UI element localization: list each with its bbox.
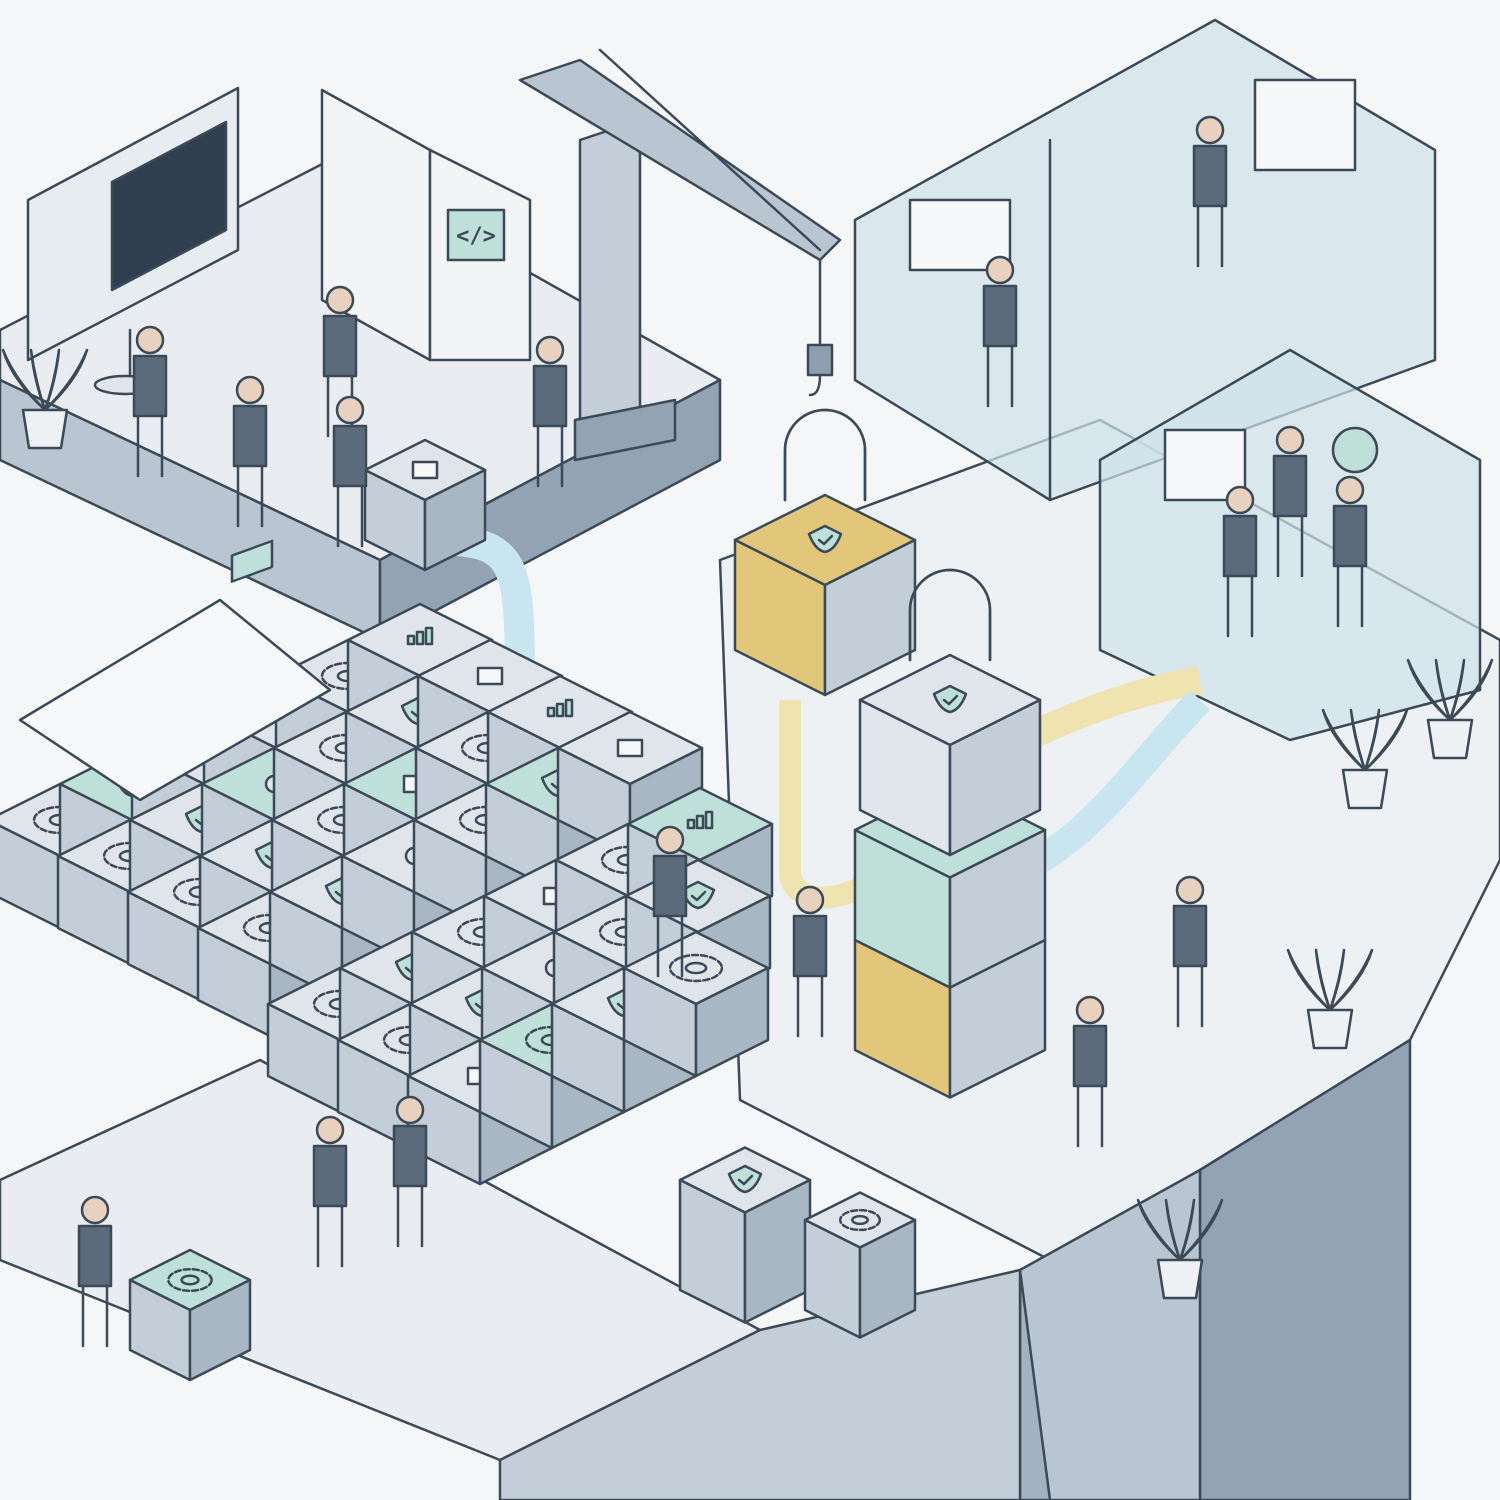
person (132, 325, 168, 478)
person (1222, 485, 1258, 638)
bar-chart-icon (406, 626, 434, 646)
person (232, 375, 268, 528)
module-cube (622, 930, 770, 1078)
person (792, 885, 828, 1038)
gear-icon (668, 953, 724, 983)
module-cube (678, 1146, 812, 1324)
person (982, 255, 1018, 408)
code-symbol: </> (456, 224, 496, 249)
security-lock-stack (733, 408, 1047, 1099)
bar-chart-icon (686, 810, 714, 830)
module-cube (858, 653, 1042, 857)
person (77, 1195, 113, 1348)
shield-check-icon (807, 524, 843, 554)
potted-plant (1136, 1198, 1224, 1300)
shield-check-icon (932, 684, 968, 714)
module-cube (363, 438, 487, 572)
document-icon (411, 460, 439, 480)
potted-plant (1, 348, 89, 450)
document-icon (476, 666, 504, 686)
module-cube (733, 493, 917, 697)
glass-office-bottom (1098, 348, 1482, 742)
construction-crane (518, 48, 842, 462)
code-monitor (26, 86, 240, 396)
bar-chart-icon (546, 698, 574, 718)
person (392, 1095, 428, 1248)
module-cube (803, 1191, 917, 1339)
person (1172, 875, 1208, 1028)
person (652, 825, 688, 978)
potted-plant (1406, 658, 1494, 760)
gear-icon (167, 1267, 213, 1293)
person (1272, 425, 1308, 578)
person (312, 1115, 348, 1268)
padlock-shield-gold (733, 408, 917, 697)
lower-platform (0, 1058, 1022, 1500)
module-cube (128, 1248, 252, 1382)
person (332, 395, 368, 548)
person (1192, 115, 1228, 268)
padlock-shield-gray (858, 568, 1042, 857)
people (77, 115, 1368, 1348)
person (322, 285, 358, 438)
person (1332, 475, 1368, 628)
document-icon (616, 738, 644, 758)
potted-plant (1286, 948, 1374, 1050)
person (1072, 995, 1108, 1148)
potted-plant (1321, 708, 1409, 810)
shield-check-icon (727, 1164, 763, 1194)
gear-icon (838, 1208, 882, 1232)
open-manual-book (18, 539, 332, 802)
person (532, 335, 568, 488)
plants (1, 348, 1494, 1300)
